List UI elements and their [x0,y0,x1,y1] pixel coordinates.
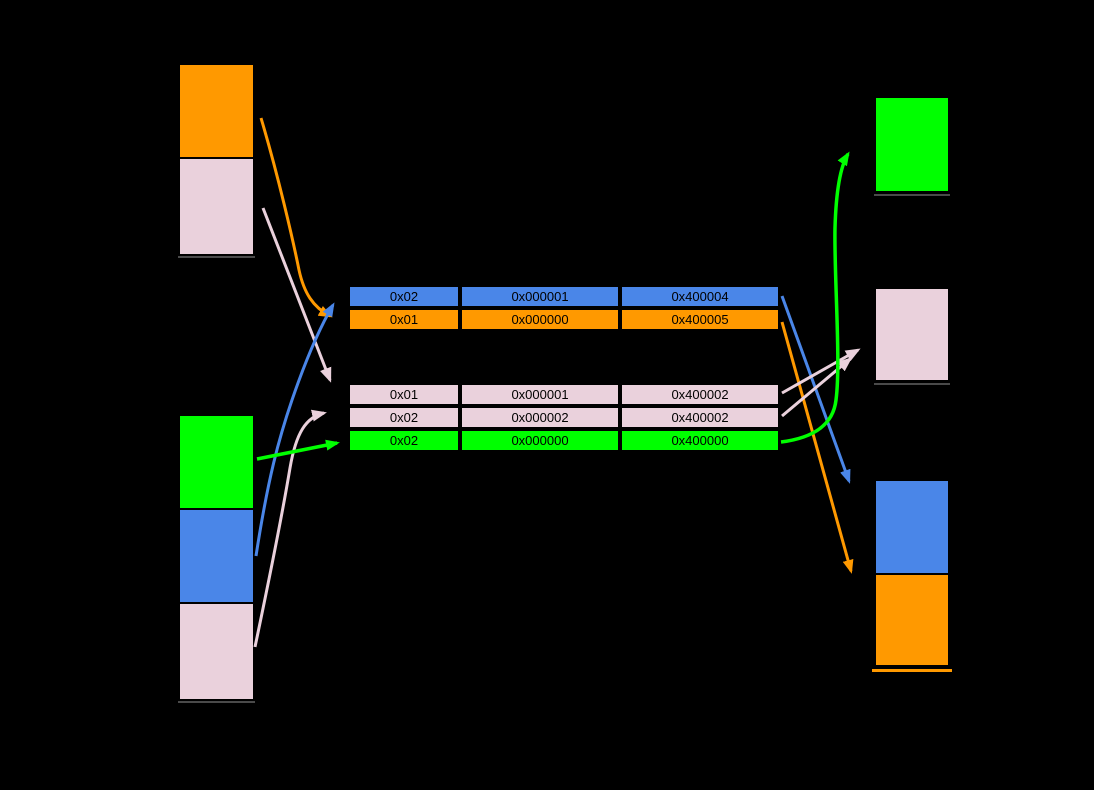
table-cell: 0x02 [348,429,460,452]
table-cell: 0x400004 [620,285,780,308]
stack-end-line [178,701,255,703]
page-table-row-pink-1: 0x01 0x000001 0x400002 [348,383,780,406]
arrow-pink-page-to-pink-row-2 [253,409,327,648]
virtual-page-green [178,414,255,510]
table-cell: 0x000000 [460,429,620,452]
frame-end-line [874,383,950,385]
physical-frame-green [874,96,950,193]
table-cell: 0x400005 [620,308,780,331]
physical-frame-orange [874,573,950,667]
virtual-page-blue [178,508,255,604]
virtual-page-pink-bottom [178,602,255,701]
arrow-green-row-to-green-frame [780,151,850,444]
table-cell: 0x02 [348,285,460,308]
table-cell: 0x01 [348,383,460,406]
arrow-orange-row-to-orange-frame [780,321,854,574]
arrow-green-page-to-green-row [256,439,340,461]
stack-end-line [178,256,255,258]
page-table-row-orange: 0x01 0x000000 0x400005 [348,308,780,331]
table-cell: 0x400002 [620,383,780,406]
page-table-row-green: 0x02 0x000000 0x400000 [348,429,780,452]
virtual-page-pink-top [178,157,255,256]
table-cell: 0x000001 [460,285,620,308]
frame-end-line-orange [872,669,952,672]
table-cell: 0x01 [348,308,460,331]
arrow-blue-page-to-blue-row [254,302,335,557]
physical-frame-blue [874,479,950,575]
physical-frame-pink [874,287,950,382]
table-cell: 0x400000 [620,429,780,452]
arrow-pink-page-to-pink-row-1 [261,207,332,383]
page-table-row-blue: 0x02 0x000001 0x400004 [348,285,780,308]
page-table-top: 0x02 0x000001 0x400004 0x01 0x000000 0x4… [348,285,780,331]
table-cell: 0x02 [348,406,460,429]
table-cell: 0x000000 [460,308,620,331]
page-table-row-pink-2: 0x02 0x000002 0x400002 [348,406,780,429]
arrow-pink-row-2-to-pink-frame [781,357,853,418]
frame-end-line [874,194,950,196]
arrow-orange-page-to-orange-row [259,117,333,318]
page-table-bottom: 0x01 0x000001 0x400002 0x02 0x000002 0x4… [348,383,780,452]
virtual-page-orange [178,63,255,159]
table-cell: 0x400002 [620,406,780,429]
table-cell: 0x000001 [460,383,620,406]
arrow-blue-row-to-blue-frame [780,295,851,484]
table-cell: 0x000002 [460,406,620,429]
arrow-pink-row-1-to-pink-frame [781,348,861,395]
